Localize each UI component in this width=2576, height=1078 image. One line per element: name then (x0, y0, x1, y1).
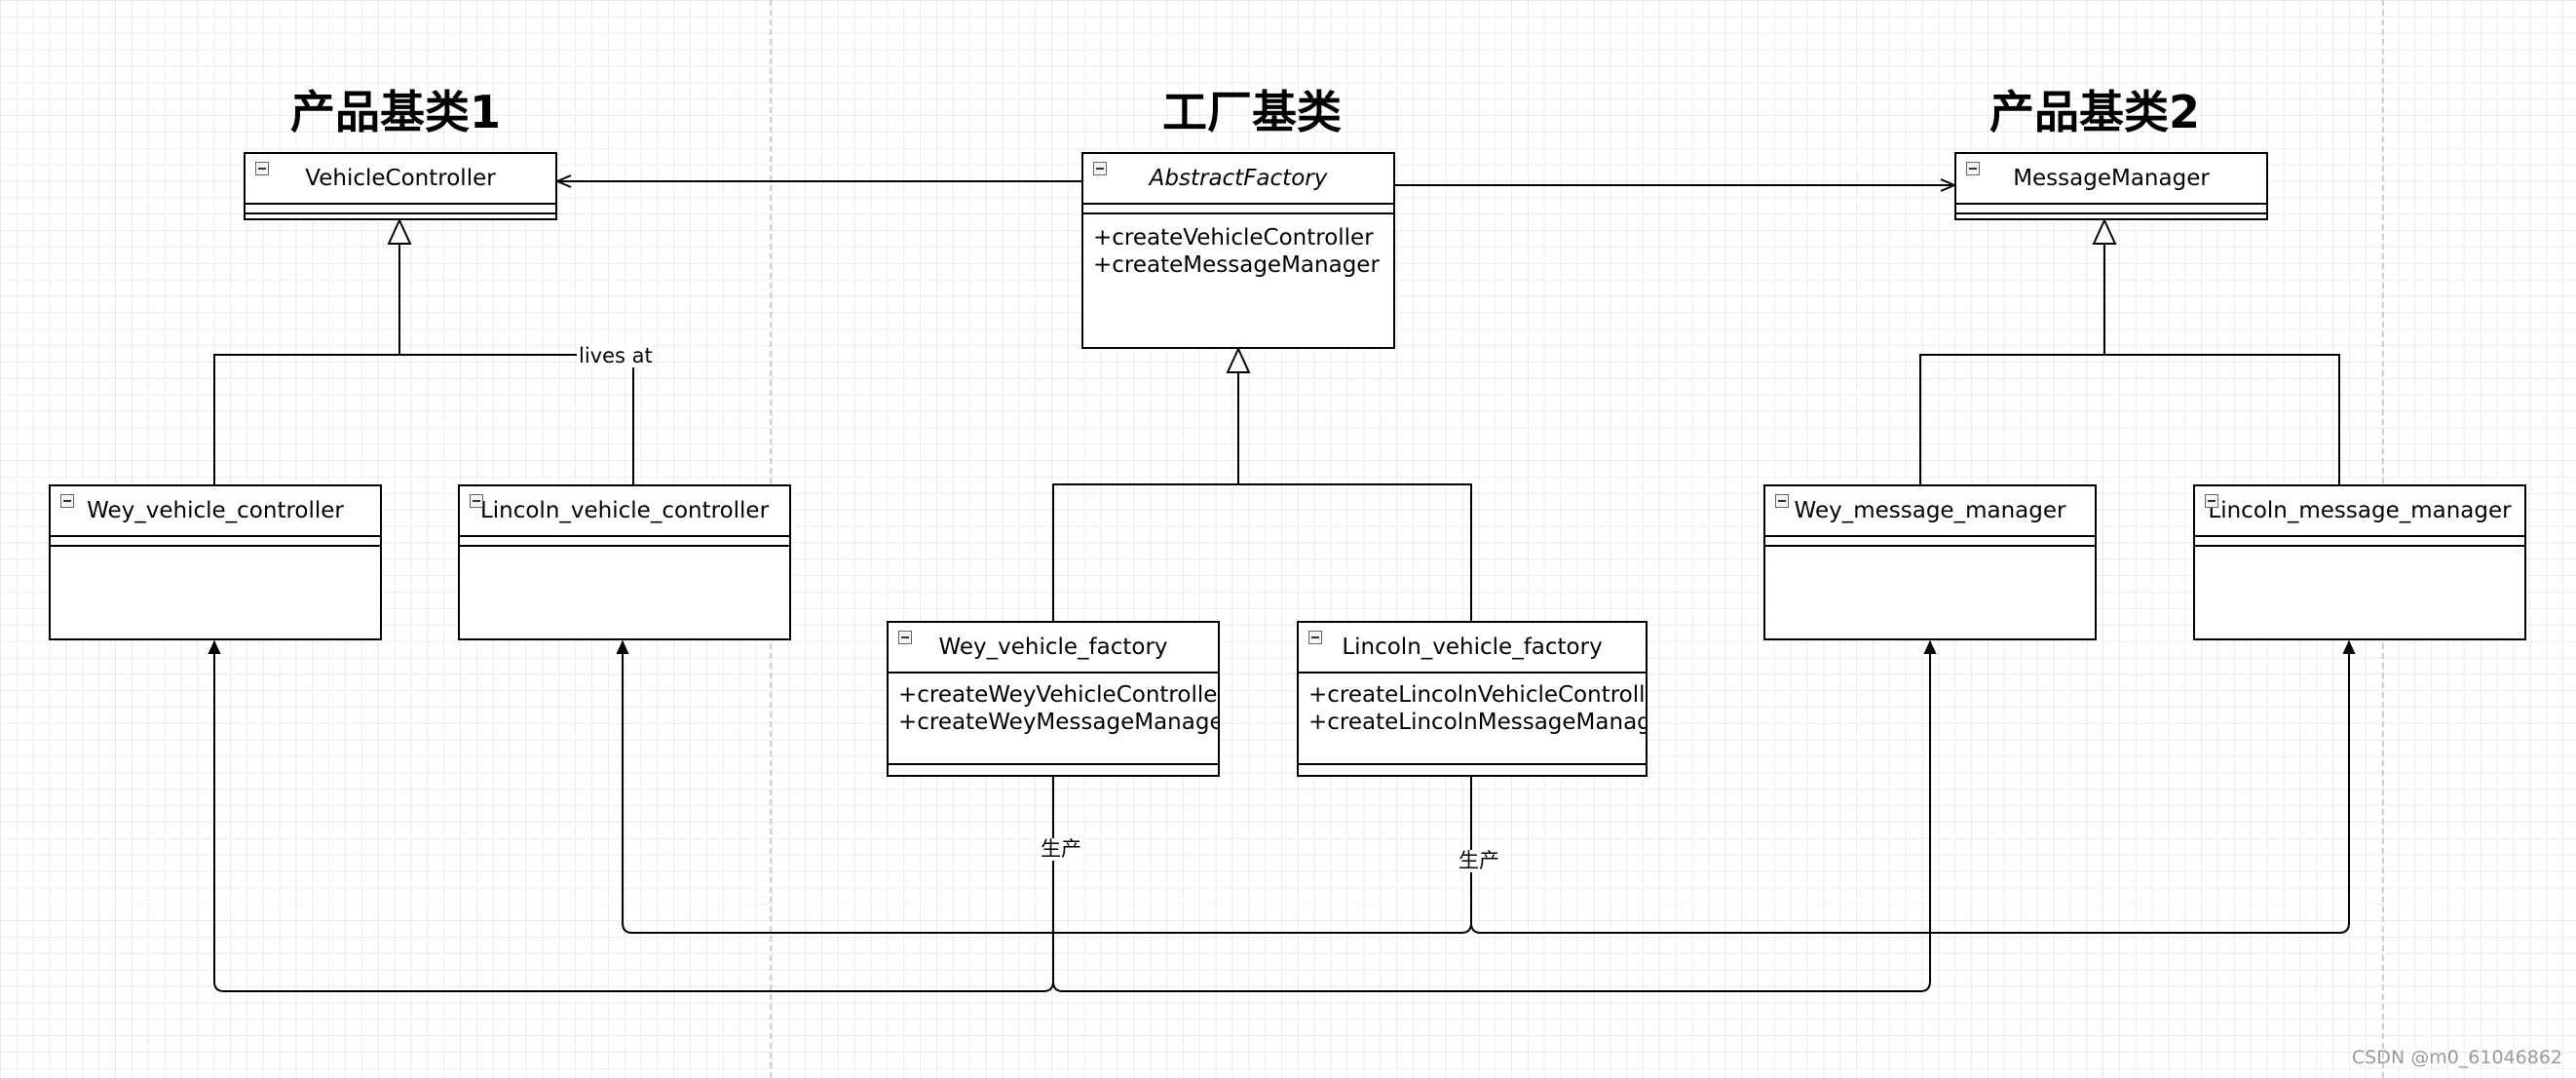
class-name-wey-message-manager: Wey_message_manager (1794, 498, 2066, 523)
minus-square-icon[interactable] (470, 494, 483, 508)
class-box-lincoln-message-manager[interactable]: Lincoln_message_manager (2193, 484, 2526, 640)
method-create-wey-message-manager: +createWeyMessageManager (898, 710, 1218, 735)
minus-square-icon[interactable] (255, 162, 269, 175)
class-name-cell: Wey_message_manager (1765, 486, 2095, 537)
connector-label-produce-wey: 生产 (1039, 837, 1083, 862)
class-box-vehicle-controller[interactable]: VehicleController (244, 152, 557, 220)
class-name-cell: Wey_vehicle_controller (51, 486, 380, 537)
heading-factory-base: 工厂基类 (1162, 86, 1342, 138)
minus-square-icon[interactable] (1775, 494, 1789, 508)
class-box-wey-vehicle-factory[interactable]: Wey_vehicle_factory +createWeyVehicleCon… (887, 621, 1220, 777)
class-name-lincoln-message-manager: Lincoln_message_manager (2208, 498, 2512, 523)
attributes-compartment (246, 205, 555, 214)
methods-compartment-bottom-rule (889, 763, 1218, 765)
attributes-compartment (1956, 205, 2266, 214)
generalization-arrowhead-message-manager (2092, 217, 2117, 245)
attributes-compartment (460, 537, 789, 547)
method-create-wey-vehicle-controller: +createWeyVehicleController (898, 682, 1218, 708)
class-name-cell: MessageManager (1956, 154, 2266, 205)
attributes-compartment (1765, 537, 2095, 547)
generalization-tree-abstract-factory (1052, 370, 1472, 621)
heading-product-base-2: 产品基类2 (1989, 86, 2201, 138)
minus-square-icon[interactable] (1966, 162, 1980, 175)
methods-compartment-bottom-rule (1299, 763, 1646, 765)
produce-lincoln-to-vehicle-controller (623, 641, 1472, 934)
generalization-arrowhead-abstract-factory (1226, 346, 1251, 373)
class-name-wey-vehicle-controller: Wey_vehicle_controller (87, 498, 344, 523)
watermark-text: CSDN @m0_61046862 (2351, 1047, 2562, 1068)
generalization-tree-message-manager (1919, 240, 2340, 484)
minus-square-icon[interactable] (60, 494, 74, 508)
produce-lincoln-to-message-manager (1470, 641, 2349, 934)
class-name-abstract-factory: AbstractFactory (1149, 166, 1328, 191)
method-create-message-manager: +createMessageManager (1093, 252, 1380, 278)
class-box-lincoln-vehicle-controller[interactable]: Lincoln_vehicle_controller (458, 484, 791, 640)
produce-wey-to-vehicle-controller (214, 641, 1054, 992)
methods-compartment: +createVehicleController +createMessageM… (1083, 214, 1393, 279)
connector-label-lives-at: lives at (577, 344, 655, 368)
class-name-message-manager: MessageManager (2013, 166, 2210, 191)
class-name-wey-vehicle-factory: Wey_vehicle_factory (938, 635, 1168, 660)
class-box-message-manager[interactable]: MessageManager (1954, 152, 2268, 220)
method-create-lincoln-vehicle-controller: +createLincolnVehicleController (1308, 682, 1646, 708)
method-create-vehicle-controller: +createVehicleController (1093, 225, 1374, 250)
generalization-tree-vehicle-controller (213, 240, 634, 484)
generalization-arrowhead-vehicle-controller (387, 217, 412, 245)
class-name-cell: Lincoln_vehicle_factory (1299, 623, 1646, 674)
class-box-lincoln-vehicle-factory[interactable]: Lincoln_vehicle_factory +createLincolnVe… (1297, 621, 1648, 777)
class-name-cell: Lincoln_vehicle_controller (460, 486, 789, 537)
minus-square-icon[interactable] (898, 631, 912, 644)
heading-product-base-1: 产品基类1 (290, 86, 502, 138)
attributes-compartment (1083, 205, 1393, 214)
class-name-cell: Lincoln_message_manager (2195, 486, 2524, 537)
class-name-vehicle-controller: VehicleController (305, 166, 496, 191)
minus-square-icon[interactable] (2205, 494, 2218, 508)
class-name-lincoln-vehicle-factory: Lincoln_vehicle_factory (1342, 635, 1603, 660)
connector-label-produce-lincoln: 生产 (1457, 849, 1501, 873)
minus-square-icon[interactable] (1308, 631, 1322, 644)
class-name-cell: AbstractFactory (1083, 154, 1393, 205)
methods-compartment: +createWeyVehicleController +createWeyMe… (889, 674, 1218, 736)
method-create-lincoln-message-manage: +createLincolnMessageManage (1308, 710, 1646, 735)
class-box-wey-vehicle-controller[interactable]: Wey_vehicle_controller (49, 484, 382, 640)
class-name-cell: Wey_vehicle_factory (889, 623, 1218, 674)
attributes-compartment (51, 537, 380, 547)
methods-compartment: +createLincolnVehicleController +createL… (1299, 674, 1646, 736)
class-box-wey-message-manager[interactable]: Wey_message_manager (1763, 484, 2097, 640)
class-name-lincoln-vehicle-controller: Lincoln_vehicle_controller (479, 498, 770, 523)
produce-wey-to-message-manager (1052, 641, 1930, 992)
minus-square-icon[interactable] (1093, 162, 1107, 175)
class-name-cell: VehicleController (246, 154, 555, 205)
attributes-compartment (2195, 537, 2524, 547)
class-box-abstract-factory[interactable]: AbstractFactory +createVehicleController… (1081, 152, 1395, 349)
